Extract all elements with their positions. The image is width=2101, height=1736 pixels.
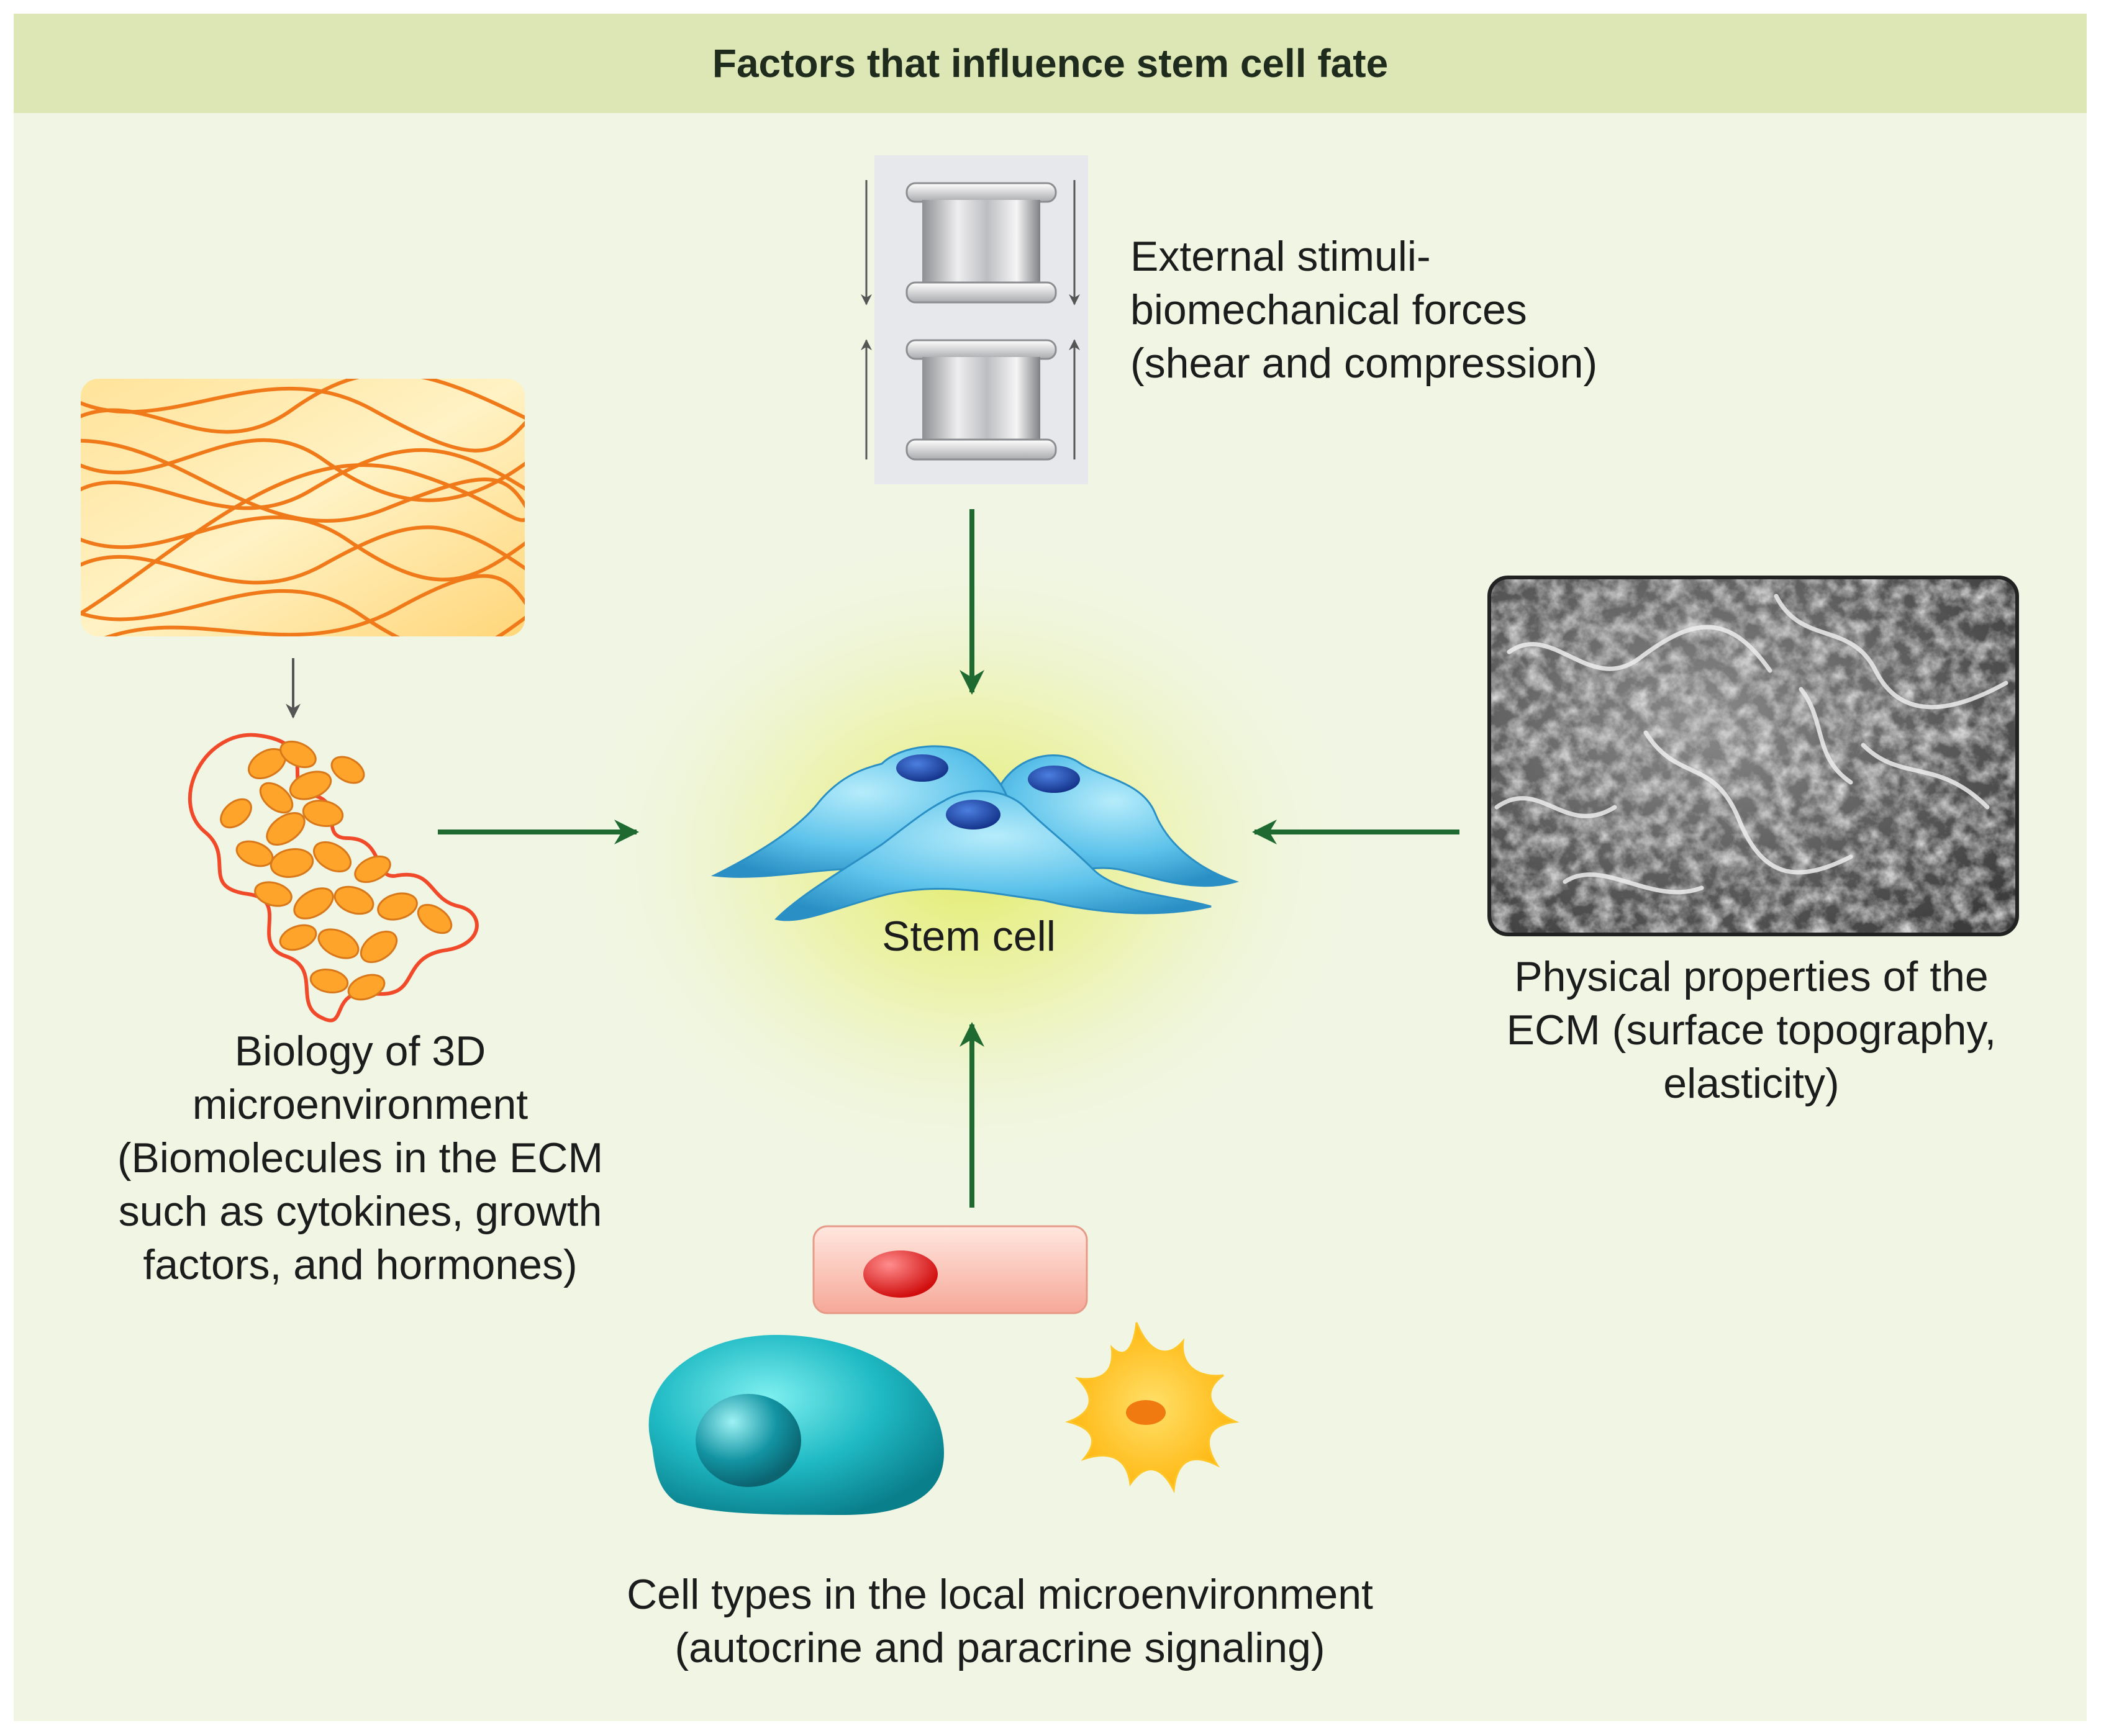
ecm-fiber-mesh-illustration xyxy=(81,379,525,636)
caption-line: factors, and hormones) xyxy=(143,1241,578,1288)
caption-line: Physical properties of the xyxy=(1514,953,1989,1000)
local-cell-types-illustration xyxy=(648,1225,1240,1515)
physical-properties-caption: Physical properties of the ECM (surface … xyxy=(1435,950,2068,1110)
cell-types-caption: Cell types in the local microenvironment… xyxy=(435,1568,1565,1675)
compression-device-illustration xyxy=(861,155,1088,484)
caption-line: such as cytokines, growth xyxy=(118,1188,602,1235)
protein-structure-illustration xyxy=(188,733,479,1023)
caption-line: (autocrine and paracrine signaling) xyxy=(674,1624,1325,1671)
caption-line: (Biomolecules in the ECM xyxy=(117,1134,604,1182)
pink-cell-nucleus xyxy=(863,1250,938,1298)
header-band xyxy=(14,14,2087,113)
caption-line: ECM (surface topography, xyxy=(1506,1006,1997,1054)
figure-title: Factors that influence stem cell fate xyxy=(712,41,1389,86)
biology-caption: Biology of 3D microenvironment (Biomolec… xyxy=(50,1024,671,1291)
cyan-cell-nucleus xyxy=(696,1394,801,1487)
pink-cell xyxy=(812,1225,1088,1314)
star-cell-nucleus xyxy=(1126,1400,1166,1425)
stem-cell-cluster xyxy=(710,745,1240,921)
stem-cell-front xyxy=(774,790,1212,921)
caption-line: microenvironment xyxy=(192,1081,529,1128)
stem-cell-label: Stem cell xyxy=(882,913,1056,960)
ecm-surface-micrograph xyxy=(1487,576,2019,936)
external-stimuli-caption: External stimuli- biomechanical forces (… xyxy=(1130,230,1751,390)
stem-cell-right-nucleus xyxy=(1028,766,1080,793)
caption-line: Cell types in the local microenvironment xyxy=(627,1571,1373,1618)
stem-cell-front-nucleus xyxy=(946,800,1001,830)
caption-line: External stimuli- xyxy=(1130,233,1431,280)
caption-line: elasticity) xyxy=(1663,1060,1840,1107)
caption-line: Biology of 3D xyxy=(234,1028,486,1075)
stem-cell-left-nucleus xyxy=(896,754,948,782)
caption-line: (shear and compression) xyxy=(1130,340,1598,387)
caption-line: biomechanical forces xyxy=(1130,286,1527,333)
